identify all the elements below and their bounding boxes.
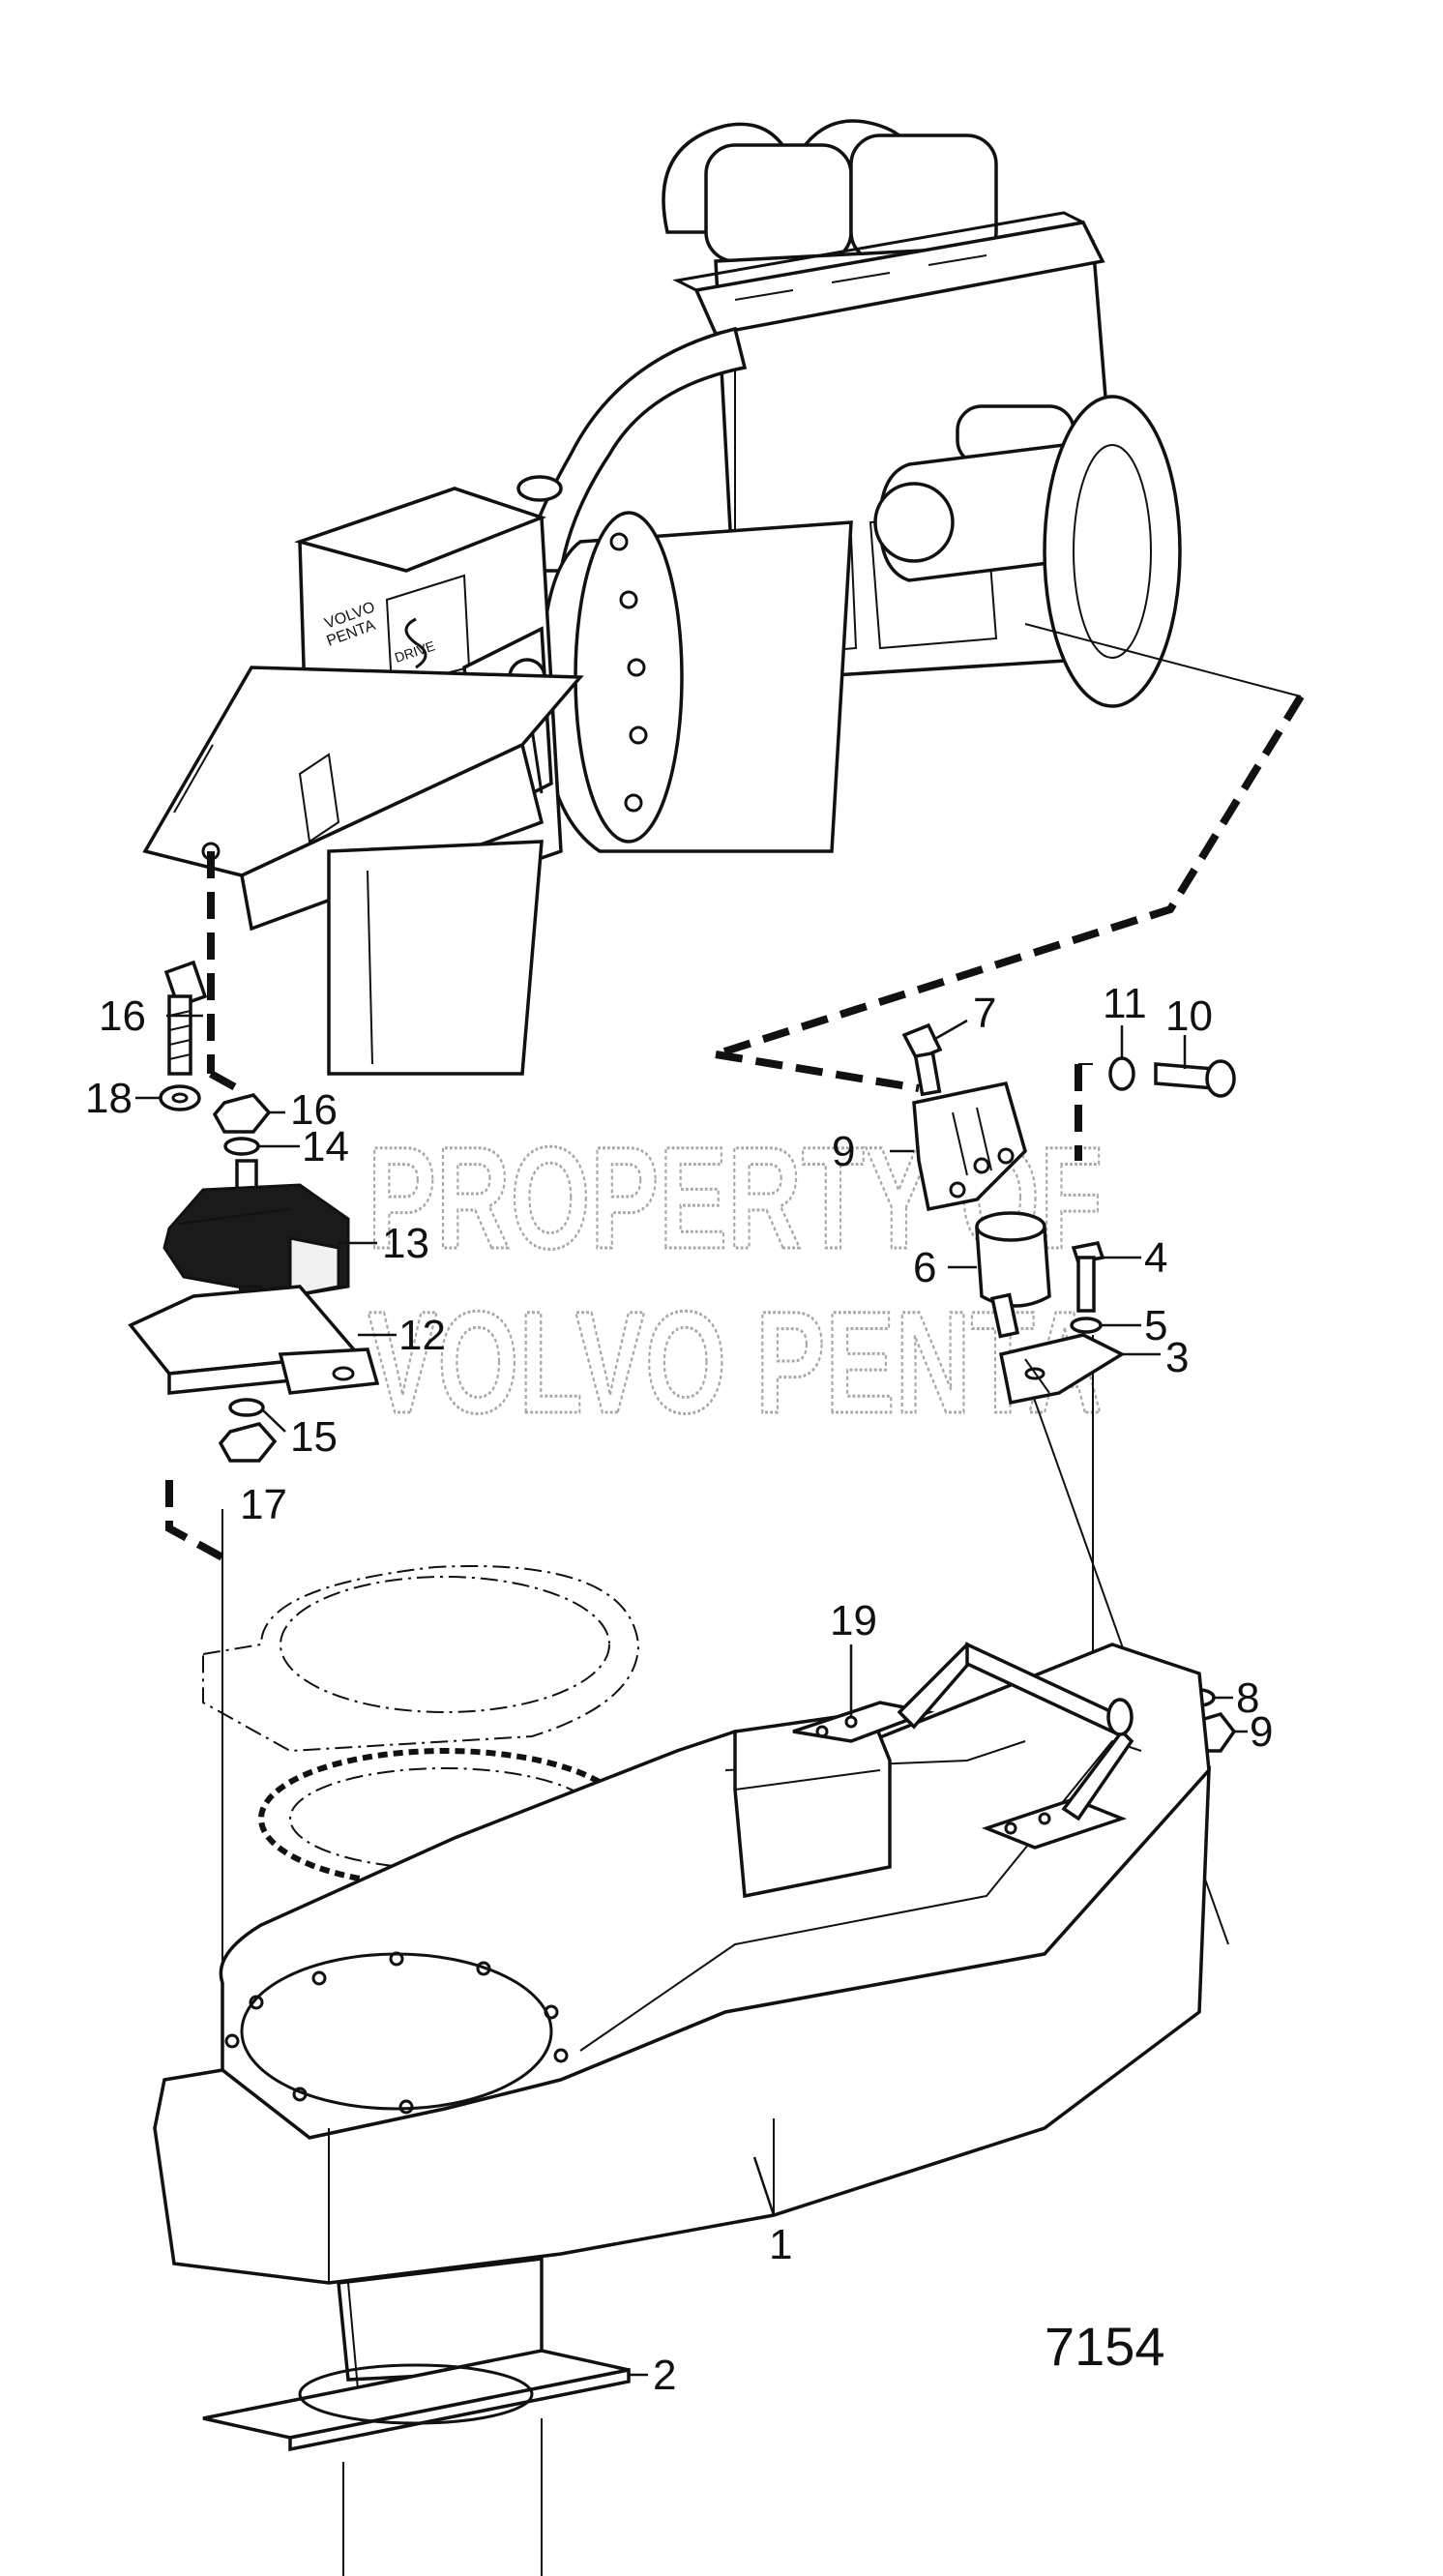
callout-16-top: 16 [290,1086,338,1134]
callout-2: 2 [653,2352,676,2399]
callout-11: 10 [1165,992,1213,1040]
figure-number: 7154 [1045,2316,1165,2377]
leader-lines [135,1014,1248,2377]
engine-assembly: VOLVO PENTA DRIVE [142,119,1182,1076]
left-mount-stack [128,960,380,1463]
callouts: 16 18 16 14 13 12 15 17 7 11 10 9 6 4 5 … [85,980,1273,2399]
callout-18: 18 [85,1075,133,1122]
callout-8: 8 [1236,1674,1259,1722]
callout-13: 12 [398,1312,446,1359]
callout-12: 11 [1103,980,1147,1027]
transom-shield [153,1643,1211,2390]
seal-plate [202,2349,631,2576]
callout-1: 1 [769,2221,792,2268]
crossbar-bracket [792,1642,1134,1850]
callout-5: 5 [1144,1302,1167,1349]
watermark-line2: VOLVO PENTA [368,1281,1103,1443]
callout-19: 19 [830,1597,877,1644]
callout-6: 6 [913,1244,936,1291]
callout-9: 9 [1250,1708,1273,1756]
callout-15-top: 14 [302,1123,349,1170]
callout-14: 13 [382,1220,429,1267]
callout-7: 7 [973,990,996,1037]
callout-10: 9 [832,1128,855,1175]
callout-3: 3 [1165,1334,1189,1381]
callout-4: 4 [1144,1234,1167,1282]
callout-15-bottom: 15 [290,1413,338,1461]
callout-16-bottom: 17 [240,1481,287,1528]
callout-17: 16 [99,992,146,1040]
